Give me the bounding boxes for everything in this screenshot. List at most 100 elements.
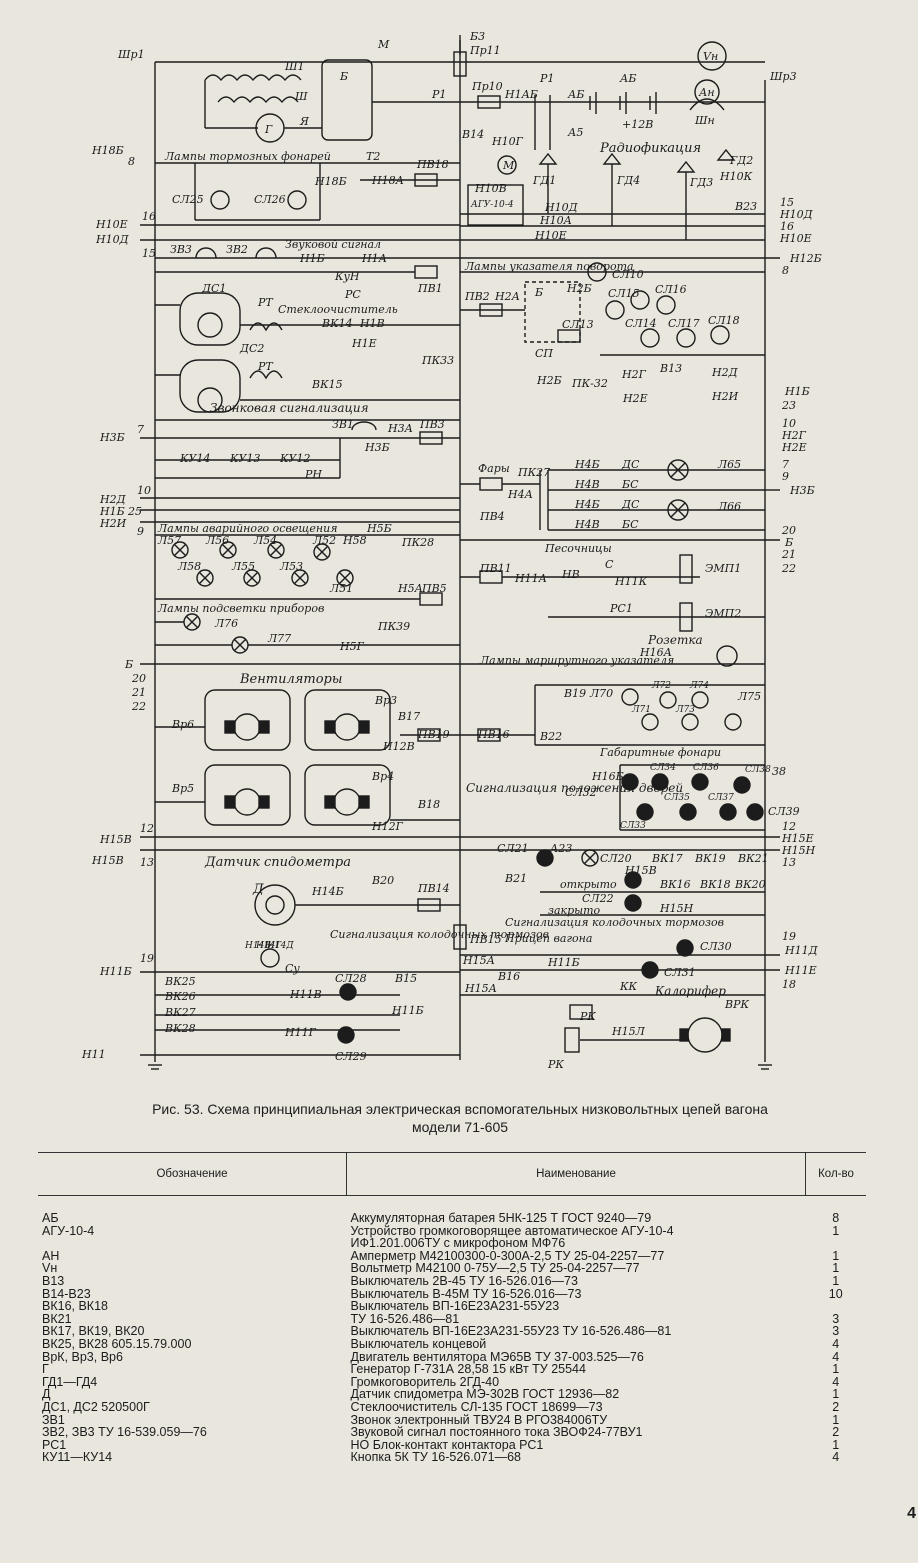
cell-designation: Vн	[42, 1261, 58, 1276]
label-gd2: ГД2	[729, 154, 753, 167]
label-n2i: Н2И	[711, 390, 739, 403]
cell-qty: 2	[832, 1399, 840, 1414]
label-l13: 13	[140, 856, 154, 869]
label-vk28: ВК28	[164, 1022, 196, 1035]
label-shr1: Шр1	[117, 48, 145, 61]
cell-designation: ВК16, ВК18	[42, 1299, 108, 1314]
label-a5: А5	[567, 126, 583, 139]
label-l76: Л76	[214, 617, 238, 630]
label-r23: 23	[781, 399, 796, 412]
label-doors: Сигнализация положения дверей	[466, 781, 683, 795]
label-n10k: Н10К	[719, 170, 753, 183]
cell-designation: ЗВ1	[42, 1412, 65, 1427]
label-n8: 8	[128, 155, 135, 168]
label-vk16: ВК16	[659, 878, 691, 891]
label-n18b-left: Н18Б	[91, 144, 124, 157]
cell-qty: 4	[832, 1336, 840, 1351]
label-vk27: ВК27	[164, 1006, 196, 1019]
label-pv4: ПВ4	[479, 510, 505, 523]
label-v15: В15	[394, 972, 417, 985]
cell-designation: ГД1—ГД4	[42, 1374, 98, 1389]
label-zv2: ЗВ2	[226, 243, 248, 256]
label-pv15: ПВ15	[469, 933, 502, 946]
label-n15b: Н15В	[99, 833, 132, 846]
label-n15v: Н15В	[91, 854, 124, 867]
label-nv: НВ	[561, 568, 580, 581]
label-v17: В17	[397, 710, 420, 723]
label-zv3: ЗВ3	[170, 243, 192, 256]
label-ku13: КУ13	[229, 452, 260, 465]
label-l74: Л74	[689, 681, 709, 691]
label-n5a: Н5А	[397, 582, 423, 595]
cell-designation: ЗВ2, ЗВ3 ТУ 16-539.059—76	[42, 1425, 207, 1440]
label-r16a: 16	[780, 220, 794, 233]
header-qty: Кол-во	[805, 1152, 866, 1196]
cell-name: Двигатель вентилятора МЭ65В ТУ 37-003.52…	[350, 1349, 644, 1364]
label-l25: 25	[127, 505, 142, 518]
label-r18: 18	[782, 978, 796, 991]
label-n10g: Н10Г	[491, 135, 524, 148]
label-vk17: ВК17	[651, 852, 683, 865]
label-r21: 21	[781, 548, 796, 561]
label-pv16: ПВ16	[477, 728, 510, 741]
label-n11k: Н11К	[614, 575, 648, 588]
table-header-row: Обозначение Наименование Кол-во	[38, 1152, 866, 1196]
label-rk: РК	[579, 1010, 596, 1023]
label-turn-lamps: Лампы указателя поворота	[464, 260, 634, 273]
label-n14b: Н14Б	[311, 885, 344, 898]
cell-name: Аккумуляторная батарея 5НК-125 Т ГОСТ 92…	[350, 1211, 652, 1225]
cell-designation: АГУ-10-4	[42, 1223, 95, 1238]
label-n11a: Н11А	[514, 572, 547, 585]
label-n2b: Н2Б	[566, 282, 592, 295]
label-l21: 21	[131, 686, 146, 699]
label-marker: Габаритные фонари	[599, 746, 721, 759]
label-b3: Б3	[469, 30, 485, 43]
label-n11b-c: Н11Б	[547, 956, 580, 969]
label-l55: Л55	[231, 560, 255, 573]
label-pv18: ПВ18	[416, 158, 449, 171]
label-n10b: Н10В	[474, 182, 507, 195]
label-n14v: Н14В	[244, 941, 271, 951]
label-sl26: СЛ26	[254, 193, 286, 206]
label-zv1: ЗВ1	[332, 418, 354, 431]
label-kk: КК	[619, 980, 638, 993]
label-n18a: Н18А	[371, 174, 404, 187]
label-n10d-left: Н10Д	[95, 233, 130, 246]
cell-qty: 3	[832, 1311, 840, 1326]
cell-name: Громкоговоритель 2ГД-40	[350, 1374, 500, 1389]
label-v14: В14	[461, 128, 484, 141]
label-sl29: СЛ29	[335, 1050, 367, 1063]
label-n15n: Н15Н	[781, 844, 816, 857]
label-n10a: Н10А	[539, 214, 572, 227]
label-route-lamps: Лампы маршрутного указателя	[479, 654, 674, 667]
label-sl34: СЛ34	[650, 763, 676, 773]
label-n2g: Н2Г	[621, 368, 647, 381]
label-sl21: СЛ21	[497, 842, 529, 855]
label-sl18: СЛ18	[708, 314, 740, 327]
label-plus12: +12В	[622, 118, 653, 131]
label-n1b-r: Н1Б	[784, 385, 810, 398]
label-n4b: Н4Б	[574, 458, 600, 471]
caption-line-2: модели 71-605	[411, 1119, 509, 1135]
label-agu: АГУ-10-4	[470, 200, 514, 210]
label-sh1: Ш1	[284, 60, 305, 73]
label-n15: 15	[142, 247, 156, 260]
label-vr4: Вр4	[371, 770, 394, 783]
label-sl36: СЛ36	[693, 763, 719, 773]
cell-qty: 10	[828, 1286, 843, 1301]
label-l9: 9	[137, 525, 144, 538]
label-n2b2: Н2Б	[536, 374, 562, 387]
cell-designation	[38, 1237, 347, 1250]
label-vk25: ВК25	[164, 975, 196, 988]
label-brake-sig: Сигнализация колодочных тормозов	[505, 916, 724, 929]
label-radio: Радиофикация	[599, 141, 701, 156]
label-emp2: ЭМП2	[705, 607, 741, 620]
